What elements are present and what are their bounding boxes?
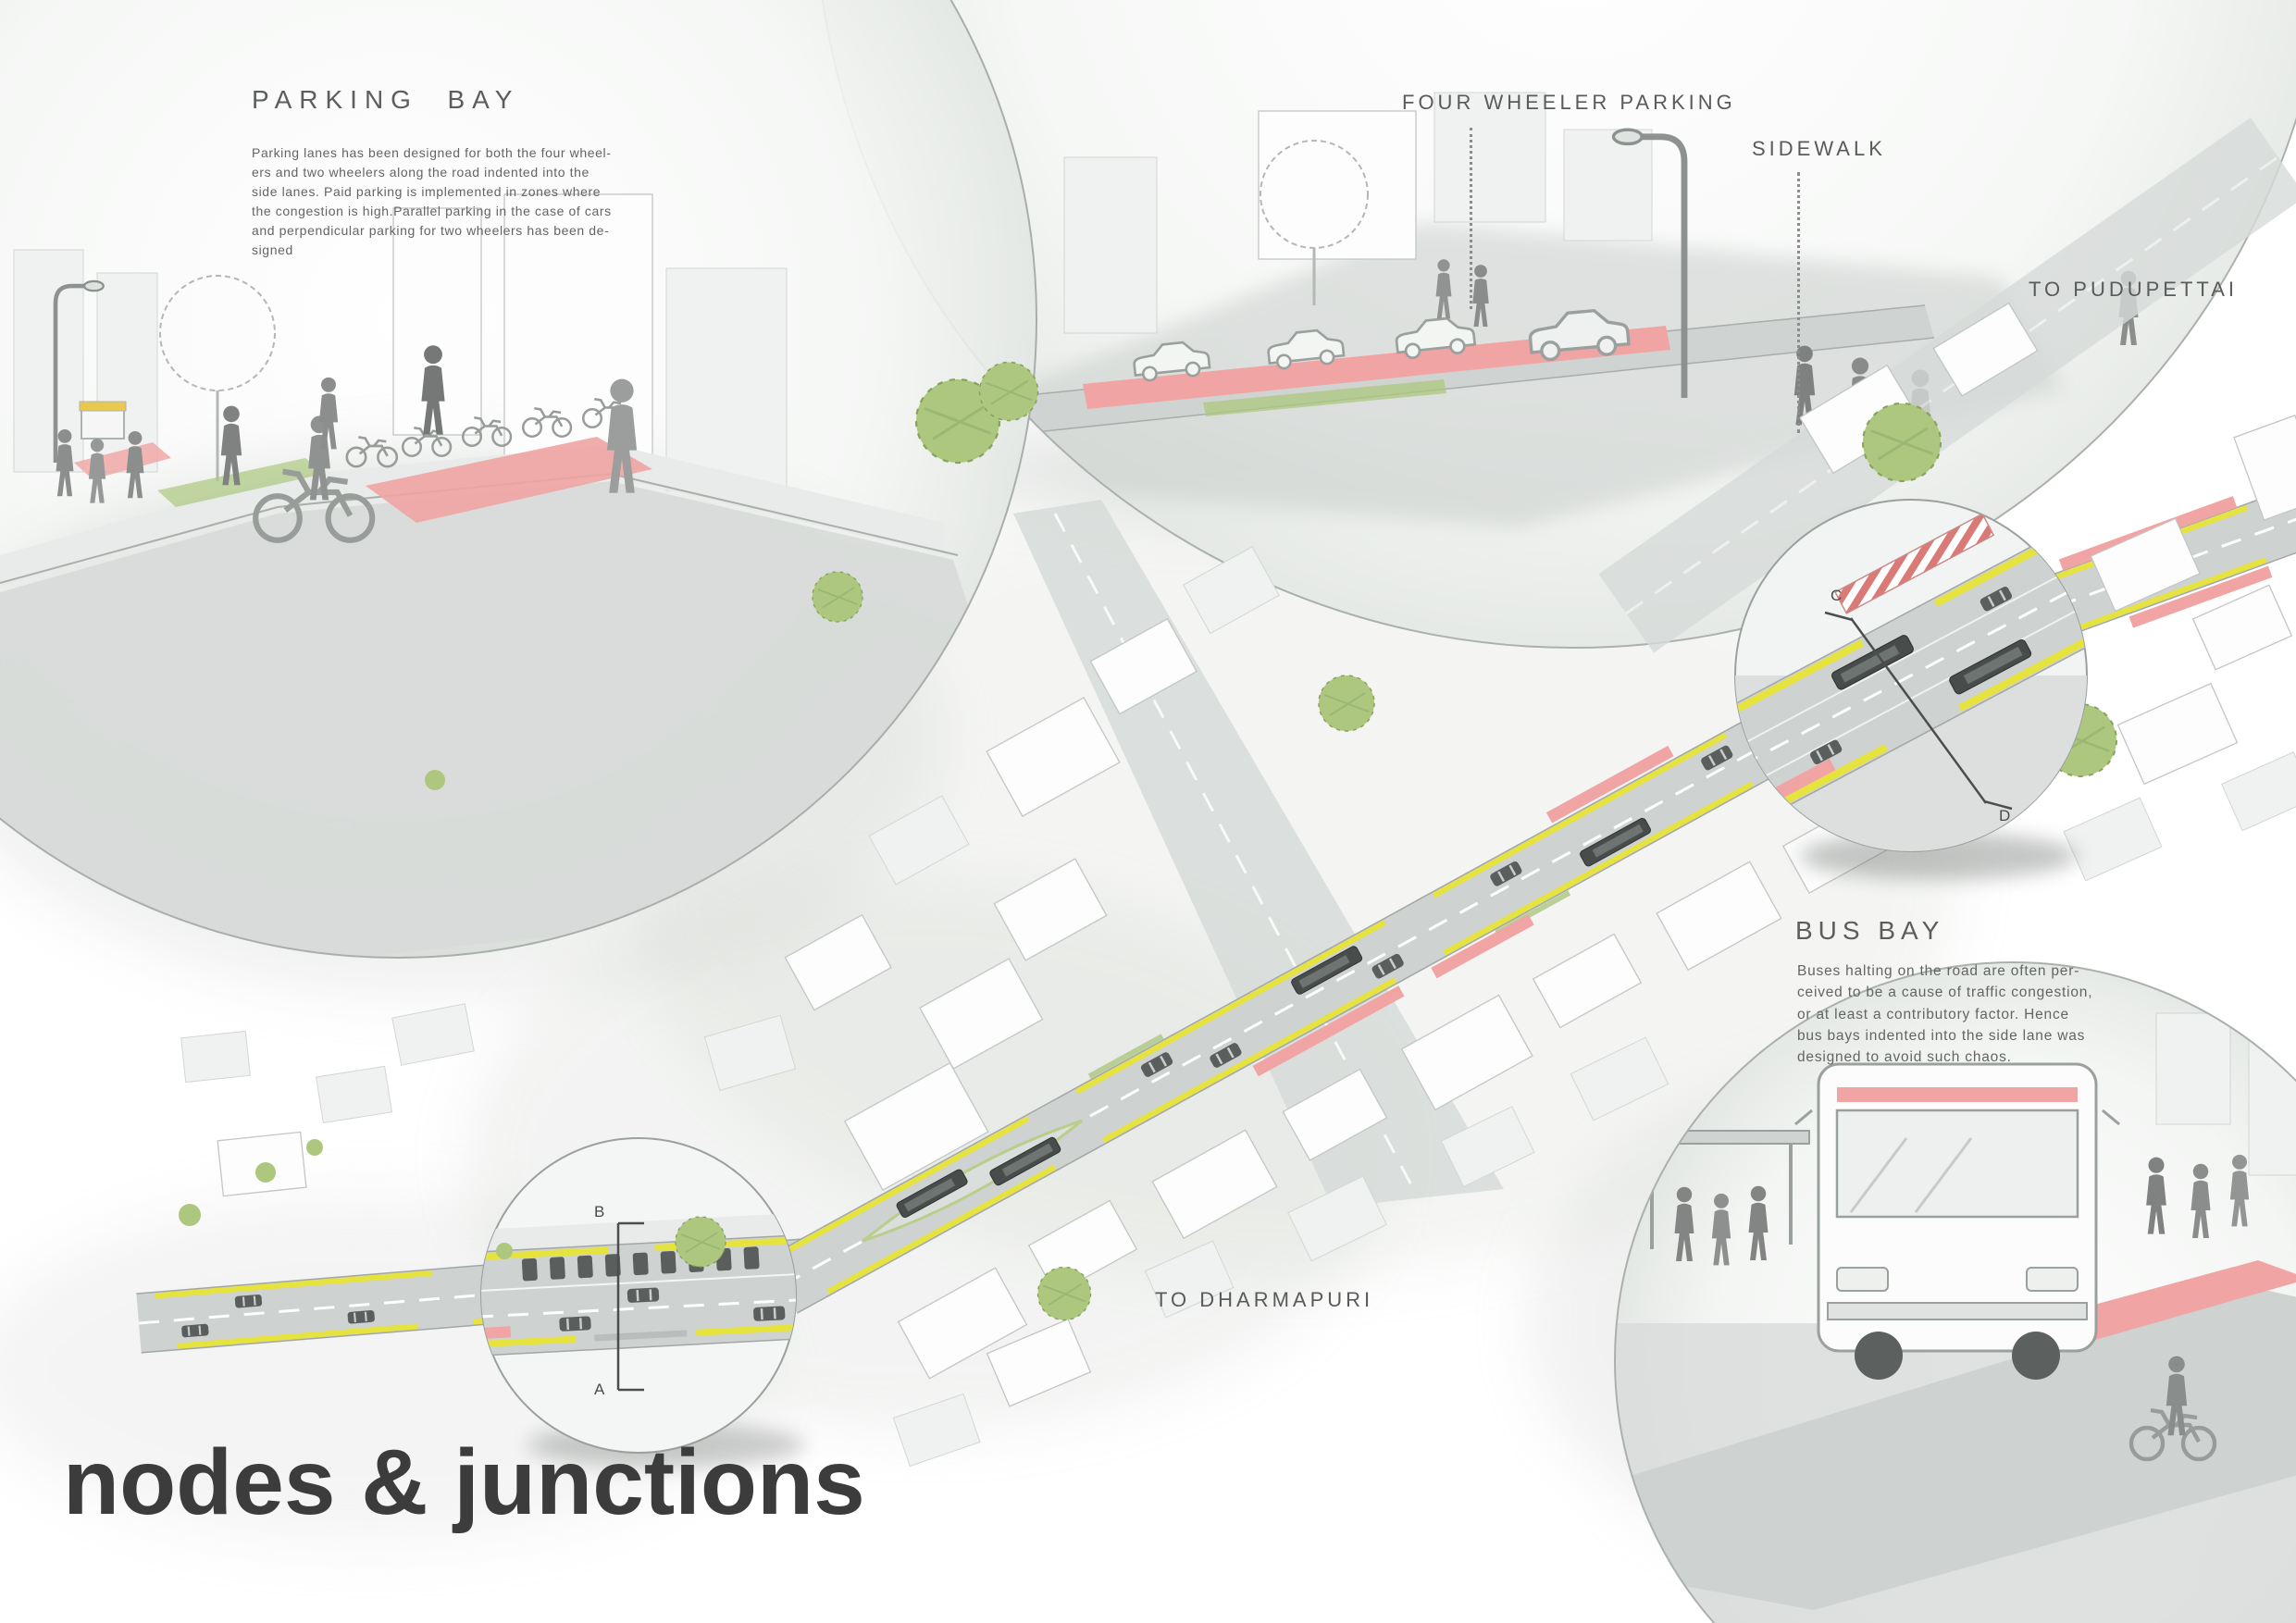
west-detail-circle: [480, 1137, 805, 1468]
parking-bay-description: Parking lanes has been designed for both…: [252, 145, 612, 257]
tree-sketch: [159, 275, 276, 391]
label-four-wheeler-parking: FOUR WHEELER PARKING: [1402, 91, 1736, 114]
car-plan-icon: [346, 1308, 377, 1325]
tree-icon: [675, 1216, 726, 1268]
junction-detail-circle: [1734, 499, 2088, 880]
section-line-cd: [1824, 611, 2013, 811]
section-marker-a: A: [594, 1381, 606, 1398]
parking-strip: [1083, 326, 1670, 409]
section-marker-c: C: [1831, 587, 1843, 604]
label-to-pudupettai: TO PUDUPETTAI: [2029, 278, 2238, 301]
section-marker-b: B: [594, 1203, 606, 1220]
car-plan-icon: [180, 1322, 210, 1339]
car-plan-icon: [751, 1305, 787, 1323]
road-to-pudupettai: [1598, 118, 2296, 653]
bus-bay-heading: BUS BAY: [1795, 916, 1945, 945]
scene-road: [1615, 1286, 2296, 1610]
label-sidewalk: SIDEWALK: [1752, 137, 1886, 160]
bus-illustration: [1794, 1062, 2120, 1380]
scene-street: [0, 481, 999, 958]
plan-trees: [179, 361, 2118, 1321]
perpendicular-parked-cars: [521, 1246, 760, 1282]
bus-bay-scene: [1614, 961, 2296, 1623]
parking-bay-heading: PARKING BAY: [252, 85, 520, 114]
leader-line-sidewalk: [1797, 172, 1800, 433]
section-marker-d: D: [1999, 807, 2012, 824]
car-plan-icon: [233, 1293, 264, 1309]
street-stall: [81, 406, 125, 440]
poster-title: nodes & junctions: [63, 1431, 865, 1534]
two-wheeler-parking-scene: [0, 0, 1037, 959]
car-plan-icon: [557, 1314, 593, 1333]
road-segment-main: [766, 597, 1998, 1314]
bus-bay-description: Buses halting on the road are often per-…: [1797, 963, 2093, 1065]
label-to-dharmapuri: TO DHARMAPURI: [1155, 1288, 1374, 1311]
leader-line-four-wheeler: [1470, 128, 1472, 309]
striped-crossing: [1834, 513, 1995, 614]
two-wheeler-parking-pad: [366, 437, 652, 523]
section-line-ab: [616, 1221, 644, 1392]
car-plan-icon: [626, 1286, 661, 1305]
